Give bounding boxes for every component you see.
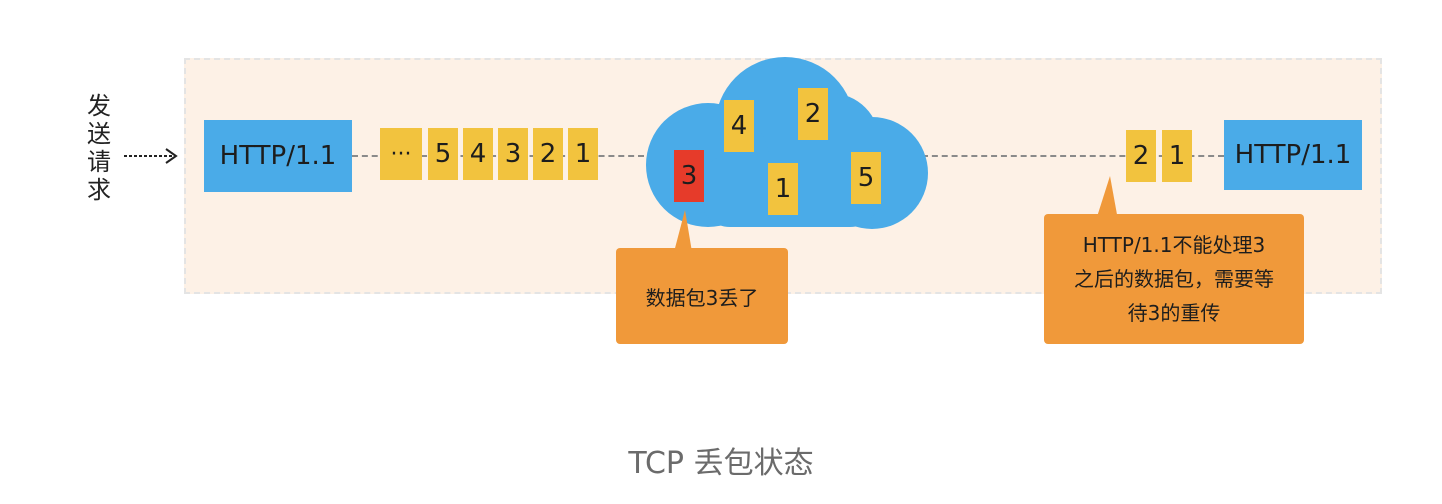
- packet-number: 2: [804, 99, 822, 129]
- packet-queued: 3: [498, 128, 528, 180]
- packet-received: 1: [1162, 130, 1192, 182]
- wait-callout-line: HTTP/1.1不能处理3: [1082, 233, 1266, 257]
- packet-number: 4: [469, 139, 487, 169]
- send-label-char: 请: [87, 148, 111, 176]
- sender-http-box: HTTP/1.1: [204, 120, 352, 192]
- packet-number: 1: [574, 139, 592, 169]
- receiver-http-label: HTTP/1.1: [1234, 140, 1352, 170]
- wait-callout-line: 之后的数据包，需要等: [1074, 267, 1274, 291]
- wait-callout-tail-icon: [1096, 176, 1118, 220]
- packet-queued: 4: [463, 128, 493, 180]
- send-arrow-icon: [124, 148, 178, 164]
- packet-in-transit: 5: [851, 152, 881, 204]
- packet-queued: 5: [428, 128, 458, 180]
- packet-number: 1: [774, 174, 792, 204]
- packet-received: 2: [1126, 130, 1156, 182]
- packet-queued: 2: [533, 128, 563, 180]
- send-label-char: 送: [87, 120, 111, 148]
- ellipsis-text: ···: [390, 141, 412, 167]
- lost-callout-text: 数据包3丢了: [645, 285, 759, 310]
- figure-caption: TCP 丢包状态: [628, 446, 814, 481]
- wire-right: [922, 155, 1224, 157]
- packet-number: 5: [857, 163, 875, 193]
- packet-queued: 1: [568, 128, 598, 180]
- send-label-char: 求: [87, 176, 111, 204]
- sender-http-label: HTTP/1.1: [219, 141, 337, 171]
- packet-number: 3: [504, 139, 522, 169]
- packet-ellipsis: ···: [380, 128, 422, 180]
- wait-callout: HTTP/1.1不能处理3 之后的数据包，需要等 待3的重传: [1044, 214, 1304, 344]
- packet-number: 2: [539, 139, 557, 169]
- packet-in-transit: 4: [724, 100, 754, 152]
- packet-in-transit: 2: [798, 88, 828, 140]
- packet-in-transit: 1: [768, 163, 798, 215]
- wait-callout-line: 待3的重传: [1127, 301, 1221, 325]
- packet-number: 3: [680, 161, 698, 191]
- send-request-label: 发 送 请 求: [84, 92, 114, 204]
- lost-callout: 数据包3丢了: [616, 248, 788, 344]
- packet-number: 5: [434, 139, 452, 169]
- packet-number: 1: [1168, 141, 1186, 171]
- lost-packet: 3: [674, 150, 704, 202]
- receiver-http-box: HTTP/1.1: [1224, 120, 1362, 190]
- send-label-char: 发: [87, 92, 111, 120]
- packet-number: 4: [730, 111, 748, 141]
- packet-number: 2: [1132, 141, 1150, 171]
- lost-callout-tail-icon: [674, 210, 692, 252]
